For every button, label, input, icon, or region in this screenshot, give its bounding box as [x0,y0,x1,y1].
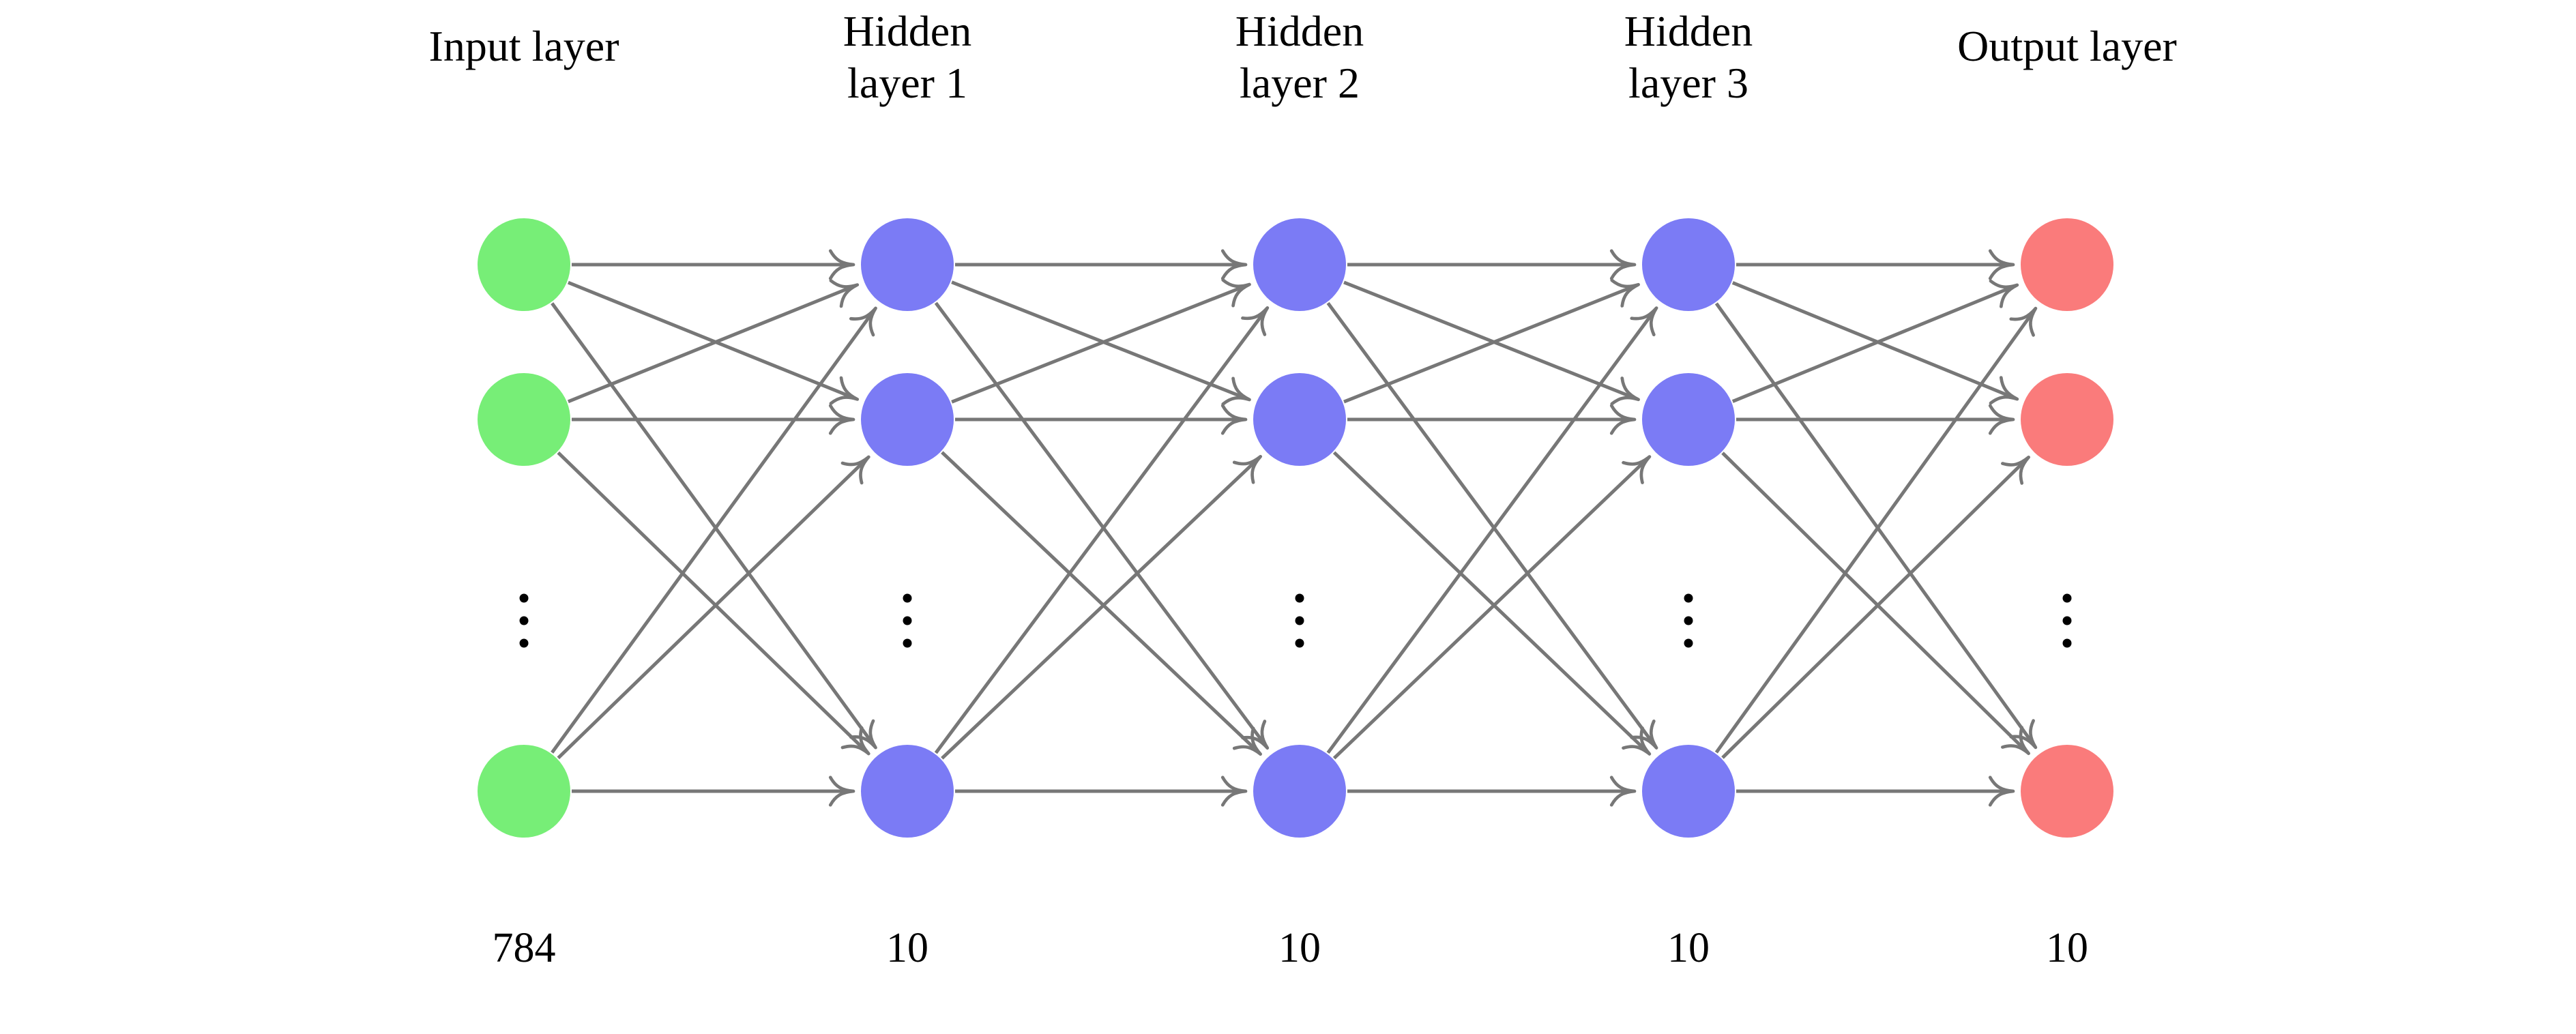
edge-input-3-to-hidden1-2 [557,458,867,760]
edge-hidden1-1-to-hidden2-3 [934,301,1266,746]
node-hidden2-1[interactable] [1253,218,1346,311]
edge-hidden2-3-to-hidden3-2 [1332,458,1648,760]
node-hidden3-1[interactable] [1642,218,1735,311]
edge-hidden1-3-to-hidden2-1 [934,310,1266,754]
edge-hidden1-2-to-hidden2-1 [951,285,1248,404]
edge-hidden3-2-to-output-1 [1731,286,2015,403]
node-hidden1-2[interactable] [861,373,954,466]
node-input-2[interactable] [478,373,570,466]
node-hidden2-2[interactable] [1253,373,1346,466]
node-input-1[interactable] [478,218,570,311]
edge-hidden3-1-to-output-3 [1714,302,2034,746]
node-hidden1-1[interactable] [861,218,954,311]
edge-hidden3-3-to-output-2 [1721,458,2028,759]
edge-input-3-to-hidden1-1 [551,310,875,754]
edges-group [551,265,2034,791]
edge-hidden1-3-to-hidden2-2 [941,458,1259,760]
node-hidden2-3[interactable] [1253,745,1346,838]
edge-hidden2-2-to-hidden3-1 [1343,285,1637,404]
edge-input-2-to-hidden1-3 [557,451,867,752]
node-output-3[interactable] [2021,745,2113,838]
node-input-3[interactable] [478,745,570,838]
edge-hidden2-3-to-hidden3-1 [1326,310,1656,754]
node-hidden1-3[interactable] [861,745,954,838]
edge-hidden3-1-to-output-2 [1731,281,2015,398]
node-output-2[interactable] [2021,373,2113,466]
edge-hidden2-1-to-hidden3-3 [1326,301,1656,746]
edge-input-1-to-hidden1-2 [567,280,855,398]
node-hidden3-3[interactable] [1642,745,1735,838]
node-output-1[interactable] [2021,218,2113,311]
edge-hidden3-2-to-output-3 [1721,452,2028,752]
nodes-group [478,218,2113,838]
edge-hidden1-1-to-hidden2-2 [951,280,1248,399]
edge-hidden2-1-to-hidden3-2 [1343,280,1637,399]
edge-input-1-to-hidden1-3 [551,302,875,746]
node-hidden3-2[interactable] [1642,373,1735,466]
edge-input-2-to-hidden1-1 [567,286,855,404]
edge-hidden3-3-to-output-1 [1714,310,2034,754]
edge-hidden1-2-to-hidden2-3 [941,451,1259,752]
edge-hidden2-2-to-hidden3-3 [1332,451,1648,752]
